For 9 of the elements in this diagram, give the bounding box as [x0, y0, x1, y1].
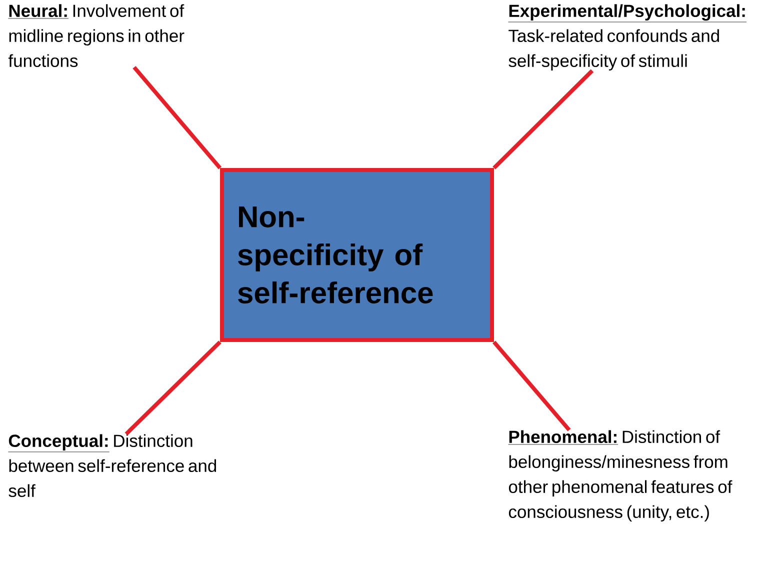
text-block: Phenomenal: Distinction of belonginess/minesness from other phenomenal features of consciousness (unity, etc.)	[508, 430, 732, 522]
connector-line	[492, 340, 571, 432]
text-block: Neural: Involvement of midline regions in other functions	[8, 4, 184, 68]
connector-line	[132, 66, 222, 170]
text-block: Experimental/Psychological: Task-related confounds and self-specificity of stimuli	[508, 4, 747, 71]
center-box: Non-specificity of self-reference	[220, 168, 494, 342]
connector-line	[124, 340, 222, 436]
text-block: Conceptual: Distinction between self-reference and self	[8, 434, 216, 498]
connector-line	[492, 69, 594, 170]
